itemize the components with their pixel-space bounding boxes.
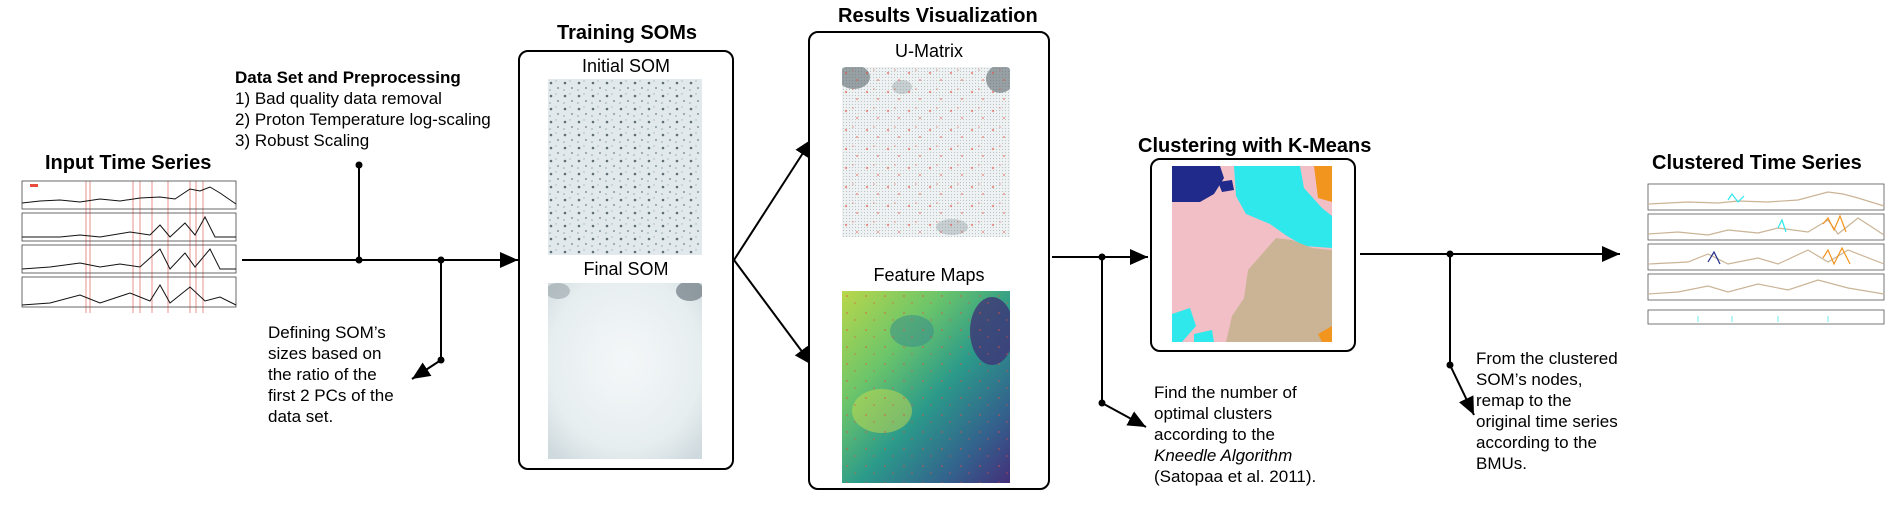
results-box: U-Matrix Feature Maps [808,31,1050,490]
note-line: original time series [1476,412,1618,431]
kneedle-algorithm-name: Kneedle Algorithm [1154,446,1293,465]
final-som-label: Final SOM [583,259,669,279]
clustering-title: Clustering with K-Means [1138,135,1372,157]
preprocessing-title: Data Set and Preprocessing [235,68,461,87]
note-line: BMUs. [1476,454,1527,473]
clustered-title: Clustered Time Series [1652,152,1862,174]
som-sizes-note: Defining SOM’s sizes based on the ratio … [268,322,394,427]
arrow-to-umatrix [733,138,813,261]
preprocessing-step: 3) Robust Scaling [235,131,370,150]
arrow-remap [1449,364,1475,416]
feature-maps-label: Feature Maps [873,265,985,285]
umatrix-map [842,67,1010,237]
umatrix-label: U-Matrix [895,41,963,61]
clustering-box [1150,158,1356,352]
clustered-time-series-plot [1628,180,1886,332]
cluster-orange-corner [1318,326,1332,342]
cluster-orange [1314,166,1332,202]
cluster-cyan-bottom [1194,330,1214,342]
initial-som-map [548,79,702,255]
cluster-tan [1226,238,1332,342]
cluster-navy [1172,166,1224,202]
cluster-cyan [1234,166,1332,248]
preprocessing-step: 2) Proton Temperature log-scaling [235,110,491,129]
preprocessing-step: 1) Bad quality data removal [235,89,442,108]
preprocessing-block: Data Set and Preprocessing 1) Bad qualit… [235,67,491,151]
arrow-som-sizes [411,359,442,380]
note-line: according to the [1154,425,1275,444]
arrow-kneedle [1101,402,1147,428]
citation: (Satopaa et al. 2011). [1154,467,1317,486]
cluster-navy-islet [1218,180,1234,192]
note-line: data set. [268,407,334,426]
note-line: optimal clusters [1154,404,1273,423]
arrow-to-feature-maps [733,259,813,366]
note-line: according to the [1476,433,1597,452]
note-line: SOM’s nodes, [1476,370,1583,389]
note-line: remap to the [1476,391,1572,410]
feature-map [842,291,1010,483]
note-line: first 2 PCs of the [268,386,394,405]
initial-som-label: Initial SOM [581,56,671,76]
note-line: sizes based on [268,344,382,363]
cluster-cyan-corner [1172,308,1196,342]
results-title: Results Visualization [838,5,1038,27]
final-som-map [548,283,702,459]
note-line: From the clustered [1476,349,1618,368]
remap-note: From the clustered SOM’s nodes, remap to… [1476,348,1618,474]
kneedle-note: Find the number of optimal clusters acco… [1154,382,1316,487]
kmeans-cluster-map [1172,166,1332,342]
input-title: Input Time Series [45,152,212,174]
training-box: Initial SOM Final SOM [518,50,734,470]
input-time-series-plot [0,177,238,334]
note-line: Defining SOM’s [268,323,386,342]
note-line: the ratio of the [268,365,377,384]
note-line: Find the number of [1154,383,1297,402]
training-title: Training SOMs [557,22,698,44]
